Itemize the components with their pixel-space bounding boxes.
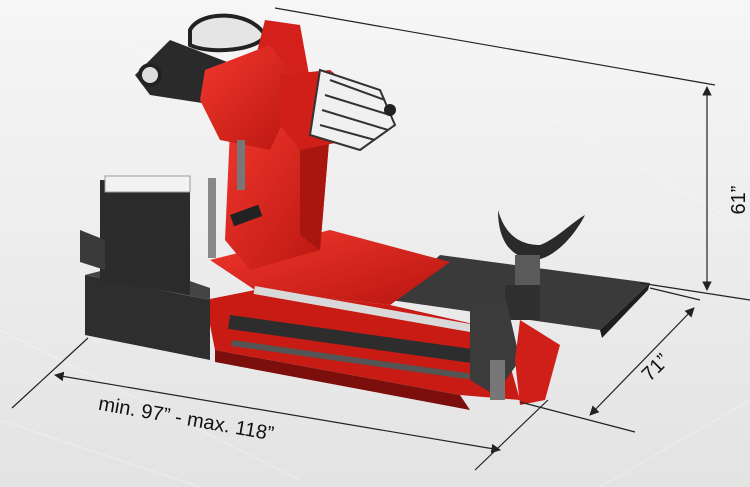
dimension-lines (11, 7, 750, 471)
width-extension-left (11, 337, 89, 409)
depth-dimension-line (589, 307, 695, 416)
tire-changer-machine (80, 13, 650, 410)
depth-label: 71” (638, 350, 674, 386)
width-label: min. 97” - max. 118” (97, 393, 276, 445)
control-cabinet (85, 275, 210, 360)
height-extension-top (274, 7, 716, 86)
chuck-jaws (308, 68, 397, 152)
height-extension-bottom (639, 282, 750, 301)
height-label: 61” (728, 186, 750, 215)
depth-extension-bottom (519, 401, 636, 433)
arm-loop (188, 13, 268, 53)
width-extension-right (474, 399, 549, 471)
width-dimension-line (54, 371, 501, 454)
depth-extension-top (649, 287, 701, 301)
slider-rail (253, 286, 492, 336)
chuck-housing (200, 45, 300, 150)
bead-breaker-arm (470, 210, 585, 405)
control-panel (104, 175, 191, 193)
